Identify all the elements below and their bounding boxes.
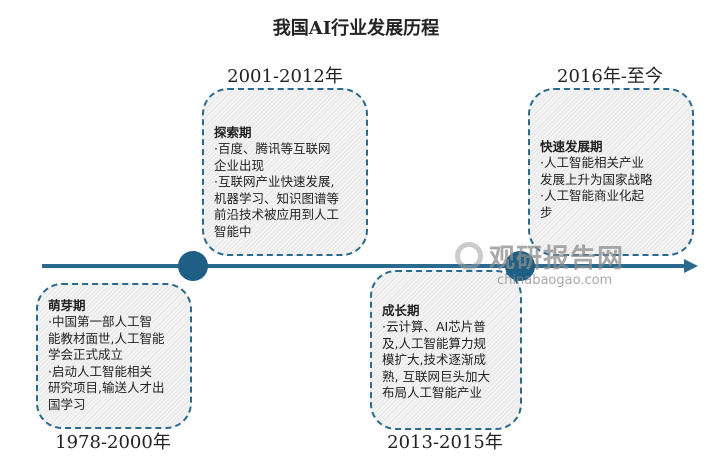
stage-box-exploration: 探索期 ·百度、腾讯等互联网 企业出现 ·互联网产业快速发展, 机器学习、知识图… bbox=[202, 88, 368, 256]
stage-line: ·互联网产业快速发展, bbox=[214, 174, 335, 189]
stage-line: 学会正式成立 bbox=[48, 347, 124, 362]
stage-line: 智能中 bbox=[214, 223, 252, 239]
stage-line: ·云计算、AI芯片普 bbox=[382, 319, 486, 334]
stage-line: ·人工智能相关产业 bbox=[540, 155, 644, 170]
arrow-head-icon bbox=[684, 259, 698, 273]
stage-line: ·百度、腾讯等互联网 bbox=[214, 141, 331, 156]
stage-line: 模扩大,技术逐渐成 bbox=[382, 352, 486, 367]
period-label: 2013-2015年 bbox=[387, 432, 503, 453]
stage-line: ·人工智能商业化起 bbox=[540, 188, 644, 203]
stage-line: 及,人工智能算力规 bbox=[382, 335, 486, 351]
stage-line: 能教材面世,人工智能 bbox=[48, 330, 165, 346]
timeline-node bbox=[505, 251, 535, 281]
stage-line: ·中国第一部人工智 bbox=[48, 314, 152, 329]
timeline-axis bbox=[42, 264, 687, 268]
diagram-title: 我国AI行业发展历程 bbox=[272, 18, 440, 39]
stage-line: 布局人工智能产业 bbox=[382, 385, 483, 400]
period-label: 2016年-至今 bbox=[557, 66, 663, 87]
period-label: 1978-2000年 bbox=[55, 432, 171, 453]
stage-box-germination: 萌芽期 ·中国第一部人工智 能教材面世,人工智能 学会正式成立 ·启动人工智能相… bbox=[36, 283, 192, 429]
stage-line: 发展上升为国家战略 bbox=[540, 171, 653, 187]
stage-box-rapid-development: 快速发展期 ·人工智能相关产业 发展上升为国家战略 ·人工智能商业化起 步 bbox=[528, 88, 694, 256]
watermark-name: 观研报告网 bbox=[489, 244, 625, 274]
watermark: 观研报告网 chinabaogao.com bbox=[455, 238, 624, 288]
watermark-logo-icon bbox=[455, 242, 483, 270]
stage-line: ·启动人工智能相关 bbox=[48, 363, 152, 379]
stage-line: 机器学习、知识图谱等 bbox=[214, 190, 340, 206]
period-label: 2001-2012年 bbox=[227, 66, 343, 87]
stage-line: 熟, 互联网巨头加大 bbox=[382, 368, 490, 384]
watermark-url: chinabaogao.com bbox=[497, 273, 613, 288]
stage-heading: 探索期 bbox=[214, 125, 252, 140]
stage-heading: 快速发展期 bbox=[540, 139, 603, 154]
stage-box-growth: 成长期 ·云计算、AI芯片普 及,人工智能算力规 模扩大,技术逐渐成 熟, 互联… bbox=[370, 270, 522, 430]
stage-line: 步 bbox=[540, 204, 553, 220]
stage-heading: 萌芽期 bbox=[48, 298, 86, 313]
timeline-node bbox=[178, 251, 208, 281]
stage-line: 研究项目,输送人才出 bbox=[48, 380, 165, 395]
stage-heading: 成长期 bbox=[382, 303, 420, 318]
stage-line: 前沿技术被应用到人工 bbox=[214, 207, 340, 222]
stage-line: 企业出现 bbox=[214, 157, 265, 173]
stage-line: 国学习 bbox=[48, 396, 86, 412]
